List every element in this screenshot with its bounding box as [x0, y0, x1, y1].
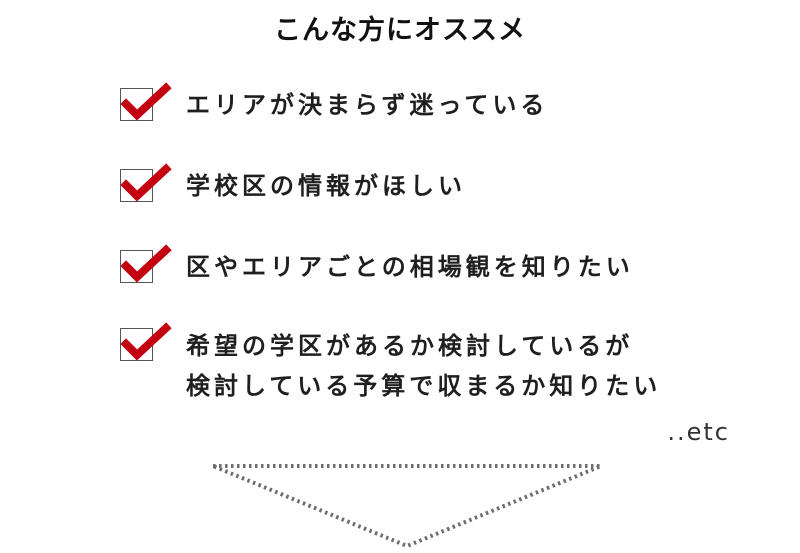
checkmark-icon	[120, 163, 172, 202]
checkbox-checked	[120, 163, 172, 205]
checklist-item: 学校区の情報がほしい	[120, 163, 466, 205]
checkmark-icon	[120, 322, 172, 361]
checkmark-icon	[120, 244, 172, 283]
checklist-item-text: 希望の学区があるか検討しているが 検討している予算で収まるか知りたい	[186, 326, 661, 406]
item-line: 検討している予算で収まるか知りたい	[186, 372, 662, 400]
item-line: 学校区の情報がほしい	[186, 172, 466, 200]
checklist-item-text: エリアが決まらず迷っている	[186, 86, 548, 124]
etc-label: ..etc	[667, 418, 730, 446]
checklist-item: 区やエリアごとの相場観を知りたい	[120, 244, 634, 286]
item-line: 希望の学区があるか検討しているが	[186, 332, 634, 360]
checklist-item: 希望の学区があるか検討しているが 検討している予算で収まるか知りたい	[120, 322, 661, 406]
checkbox-checked	[120, 244, 172, 286]
checklist-item-text: 学校区の情報がほしい	[186, 167, 466, 205]
page-title: こんな方にオススメ	[274, 15, 526, 46]
checkbox-checked	[120, 322, 172, 364]
checkmark-icon	[120, 82, 172, 121]
checkbox-checked	[120, 82, 172, 124]
item-line: 区やエリアごとの相場観を知りたい	[186, 253, 634, 281]
checklist-item-text: 区やエリアごとの相場観を知りたい	[186, 248, 634, 286]
item-line: エリアが決まらず迷っている	[186, 91, 549, 119]
checklist-item: エリアが決まらず迷っている	[120, 82, 548, 124]
